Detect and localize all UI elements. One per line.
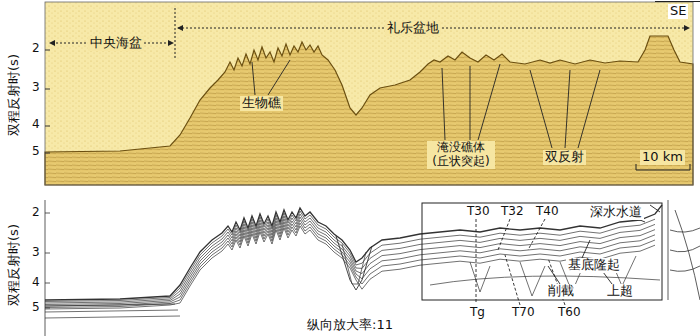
interpreted-horizons [45, 205, 662, 318]
water-column [45, 2, 693, 185]
horizon-label: T32 [499, 205, 526, 219]
region-label: 中央海盆 [88, 36, 144, 51]
tick-label: 3 [30, 246, 42, 260]
axis-title: 双程反射时(s) [7, 52, 22, 138]
tick-label: 5 [30, 301, 42, 315]
horizon-line [470, 262, 490, 292]
horizon-label: T40 [534, 205, 561, 219]
feature-label: 削截 [546, 284, 576, 299]
feature-label: 淹没礁体 (丘状突起) [427, 141, 495, 169]
horizon-line [45, 226, 655, 309]
se-line [655, 1, 700, 2]
horizon-line [45, 316, 180, 318]
horizon-line [45, 310, 178, 312]
horizon-line [342, 244, 366, 284]
profile-continuation [668, 200, 700, 300]
tick-label: 4 [30, 118, 42, 132]
region-arrows [52, 8, 688, 58]
region-label: 礼乐盆地 [385, 21, 441, 36]
arrow-heads [49, 25, 690, 46]
panel-frame [45, 2, 693, 185]
direction-label: SE [668, 4, 688, 19]
tick-label: 2 [30, 206, 42, 220]
seafloor-reflector [45, 36, 693, 185]
tick-label: 3 [30, 81, 42, 95]
horizon-label: T30 [465, 205, 492, 219]
feature-label: 基底隆起 [566, 258, 622, 273]
horizon-line [45, 304, 175, 306]
feature-label: 双反射 [543, 150, 586, 165]
axis-ticks [45, 50, 50, 153]
feature-label: 深水水道 [588, 205, 644, 220]
horizon-line [45, 220, 655, 306]
horizon-label: Tg [468, 306, 487, 320]
scale-label: 10 km [640, 150, 685, 165]
horizon-line [336, 236, 372, 290]
axis-title: 双程反射时(s) [7, 222, 22, 308]
detail-box [422, 203, 662, 300]
leader-lines [252, 60, 600, 148]
horizon-label: T70 [510, 306, 537, 320]
leader-lines [548, 205, 660, 284]
horizon-line [520, 262, 545, 296]
tick-label: 2 [30, 42, 42, 56]
feature-label: 生物礁 [240, 96, 283, 111]
tick-label: 4 [30, 276, 42, 290]
horizon-line [45, 205, 662, 300]
horizon-label: T60 [556, 306, 583, 320]
horizon-line [45, 223, 655, 308]
tick-label: 5 [30, 145, 42, 159]
axis-ticks [45, 200, 50, 336]
note-label: 纵向放大率:11 [305, 318, 395, 333]
feature-label: 上超 [605, 284, 635, 299]
